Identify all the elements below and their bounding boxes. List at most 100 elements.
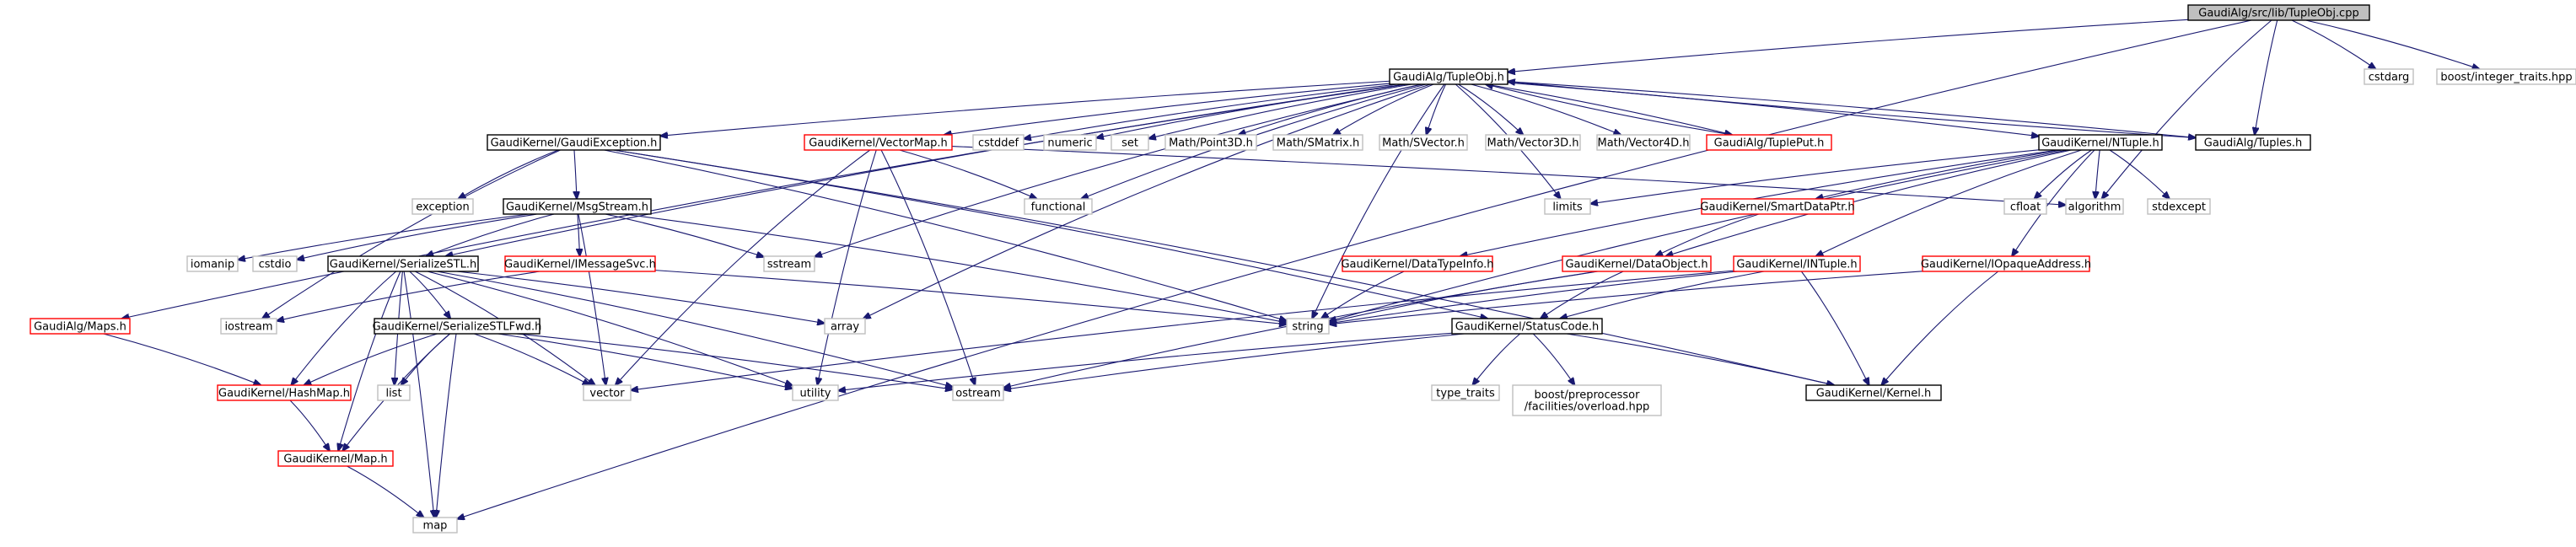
node-box <box>1805 384 1942 401</box>
node-gaudikernel-msgstream-h[interactable]: GaudiKernel/MsgStream.h <box>503 198 652 215</box>
node-label: sstream <box>767 259 811 271</box>
node-box <box>792 384 839 401</box>
node-gaudikernel-kernel-h[interactable]: GaudiKernel/Kernel.h <box>1805 384 1942 401</box>
node-gaudikernel-serializestl-h[interactable]: GaudiKernel/SerializeSTL.h <box>327 255 479 272</box>
node-label: GaudiKernel/SerializeSTL.h <box>330 259 476 271</box>
node-box <box>1451 318 1603 335</box>
node-ostream: ostream <box>952 384 1004 401</box>
node-box <box>217 384 352 401</box>
node-box <box>1342 255 1493 272</box>
edge-serfwd-to-utility <box>497 333 793 389</box>
node-gaudikernel-gaudiexception-h[interactable]: GaudiKernel/GaudiException.h <box>487 134 661 151</box>
node-gaudialg-tupleput-h[interactable]: GaudiAlg/TuplePut.h <box>1706 134 1832 151</box>
node-label: GaudiKernel/DataTypeInfo.h <box>1341 259 1493 271</box>
node-box <box>2147 198 2211 215</box>
node-box <box>412 517 458 534</box>
node-label: boost/integer_traits.hpp <box>2440 72 2572 84</box>
node-boost-preprocessor-facilities-overload-hpp: boost/preprocessor/facilities/overload.h… <box>1512 384 1662 416</box>
node-cfloat: cfloat <box>2003 198 2047 215</box>
edge-intuple-to-kernel <box>1800 271 1869 385</box>
node-box <box>220 318 277 335</box>
node-box <box>2187 4 2370 21</box>
node-label: GaudiKernel/MsgStream.h <box>506 201 648 214</box>
edge-tuples-to-tupleobj <box>1508 82 2197 138</box>
edge-gexc-to-exception <box>458 149 559 199</box>
edge-serfwd-to-vector <box>474 333 589 385</box>
node-functional: functional <box>1024 198 1093 215</box>
node-gaudikernel-smartdataptr-h[interactable]: GaudiKernel/SmartDataPtr.h <box>1700 198 1855 215</box>
node-gaudikernel-hashmap-h[interactable]: GaudiKernel/HashMap.h <box>217 384 352 401</box>
node-label: exception <box>416 201 470 214</box>
edge-tupleobj-to-maps <box>121 83 1407 319</box>
edge-serfwd-to-list <box>401 333 450 385</box>
edge-tupleobj-to-ntuple <box>1507 82 2039 137</box>
edge-sdp-to-dobj <box>1655 213 1760 256</box>
edge-vmap-to-utility <box>817 149 877 385</box>
node-gaudialg-maps-h[interactable]: GaudiAlg/Maps.h <box>30 318 131 335</box>
node-box <box>2003 198 2047 215</box>
node-gaudialg-tuples-h[interactable]: GaudiAlg/Tuples.h <box>2195 134 2311 151</box>
edge-root-to-inttraits <box>2305 19 2479 69</box>
edge-gexc-to-msgstream <box>574 149 577 199</box>
node-gaudikernel-iopaqueaddress-h[interactable]: GaudiKernel/IOpaqueAddress.h <box>1921 255 2091 272</box>
node-gaudikernel-dataobject-h[interactable]: GaudiKernel/DataObject.h <box>1562 255 1712 272</box>
node-gaudikernel-map-h[interactable]: GaudiKernel/Map.h <box>277 450 394 467</box>
node-label: cstdarg <box>2369 72 2410 84</box>
edge-root-to-algorithm <box>2102 19 2272 199</box>
node-label: GaudiAlg/src/lib/TupleObj.cpp <box>2198 8 2358 20</box>
node-box <box>1111 134 1149 151</box>
node-label: GaudiKernel/SerializeSTLFwd.h <box>373 321 542 334</box>
node-box <box>1024 198 1093 215</box>
node-box <box>1164 134 1257 151</box>
edge-ntuple-to-intuple <box>1816 149 2082 256</box>
edge-ntuple-to-stdexcept <box>2109 149 2170 199</box>
node-stdexcept: stdexcept <box>2147 198 2211 215</box>
edge-vmap-to-functional <box>899 149 1037 199</box>
node-label: cstddef <box>978 137 1019 150</box>
node-cstdarg: cstdarg <box>2364 68 2414 85</box>
edge-tupleobj-to-svec <box>1426 83 1447 135</box>
edge-ntuple-to-dobj <box>1665 149 2072 256</box>
edge-root-to-tupleobj <box>1508 19 2189 72</box>
edge-serfwd-to-map <box>436 333 457 518</box>
node-box <box>1431 384 1500 401</box>
node-box <box>1286 318 1330 335</box>
edge-statuscode-to-typetraits <box>1472 333 1521 385</box>
edge-tupleobj-to-v3d <box>1458 83 1524 135</box>
edge-layer <box>103 19 2480 518</box>
node-box <box>504 255 656 272</box>
node-gaudialg-tupleobj-h[interactable]: GaudiAlg/TupleObj.h <box>1389 68 1508 85</box>
node-box <box>2195 134 2311 151</box>
node-label: limits <box>1552 201 1583 214</box>
node-gaudikernel-statuscode-h[interactable]: GaudiKernel/StatusCode.h <box>1451 318 1603 335</box>
node-box <box>972 134 1024 151</box>
node-exception: exception <box>411 198 474 215</box>
edge-msgstream-to-string <box>623 213 1287 323</box>
node-array: array <box>824 318 866 335</box>
edge-tupleobj-to-cstddef <box>1024 83 1397 139</box>
node-gaudikernel-intuple-h[interactable]: GaudiKernel/INTuple.h <box>1733 255 1861 272</box>
edge-serstl-to-serfwd <box>409 271 450 319</box>
node-box <box>583 384 632 401</box>
node-gaudikernel-vectormap-h[interactable]: GaudiKernel/VectorMap.h <box>804 134 953 151</box>
node-layer: GaudiAlg/src/lib/TupleObj.cppGaudiAlg/Tu… <box>30 4 2576 534</box>
node-gaudikernel-ntuple-h[interactable]: GaudiKernel/NTuple.h <box>2038 134 2163 151</box>
node-gaudikernel-datatypeinfo-h[interactable]: GaudiKernel/DataTypeInfo.h <box>1341 255 1494 272</box>
node-algorithm: algorithm <box>2065 198 2124 215</box>
node-label: iostream <box>224 321 272 334</box>
node-gaudialg-src-lib-tupleobj-cpp[interactable]: GaudiAlg/src/lib/TupleObj.cpp <box>2187 4 2370 21</box>
node-utility: utility <box>792 384 839 401</box>
node-box <box>30 318 131 335</box>
edge-msgstream-to-sstream <box>605 213 764 257</box>
node-label: cstdio <box>259 259 292 271</box>
node-box <box>2436 68 2576 85</box>
node-box <box>1922 255 2090 272</box>
node-gaudikernel-imessagesvc-h[interactable]: GaudiKernel/IMessageSvc.h <box>504 255 656 272</box>
node-box <box>2065 198 2124 215</box>
node-label: GaudiAlg/Maps.h <box>34 321 126 334</box>
node-box <box>1512 384 1662 416</box>
node-gaudikernel-serializestlfwd-h[interactable]: GaudiKernel/SerializeSTLFwd.h <box>373 318 542 335</box>
node-iomanip: iomanip <box>186 255 239 272</box>
node-box <box>804 134 953 151</box>
